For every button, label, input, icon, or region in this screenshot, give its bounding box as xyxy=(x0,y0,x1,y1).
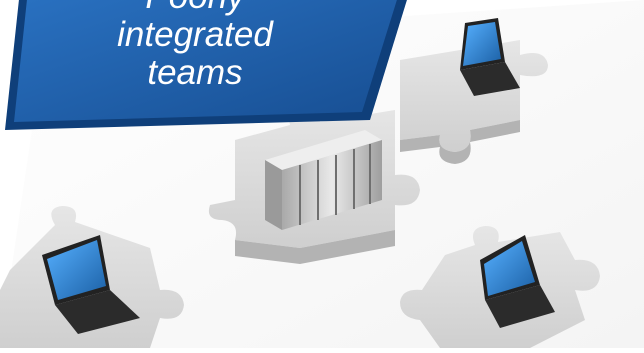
puzzle-piece-center xyxy=(208,106,420,264)
laptop-icon xyxy=(480,235,555,328)
banner-shape xyxy=(5,0,407,130)
puzzle-piece-left xyxy=(0,206,184,348)
server-rack-icon xyxy=(265,130,382,230)
puzzle-piece-top-right xyxy=(400,18,548,164)
banner-line-2: integrated xyxy=(117,15,273,54)
laptop-icon xyxy=(42,235,140,334)
banner-line-1: Poorly xyxy=(40,0,350,16)
banner-line-3: teams xyxy=(147,53,243,92)
laptop-icon xyxy=(460,18,520,96)
banner-caption: Poorly integrated teams xyxy=(40,0,350,92)
puzzle-piece-right xyxy=(400,226,600,348)
